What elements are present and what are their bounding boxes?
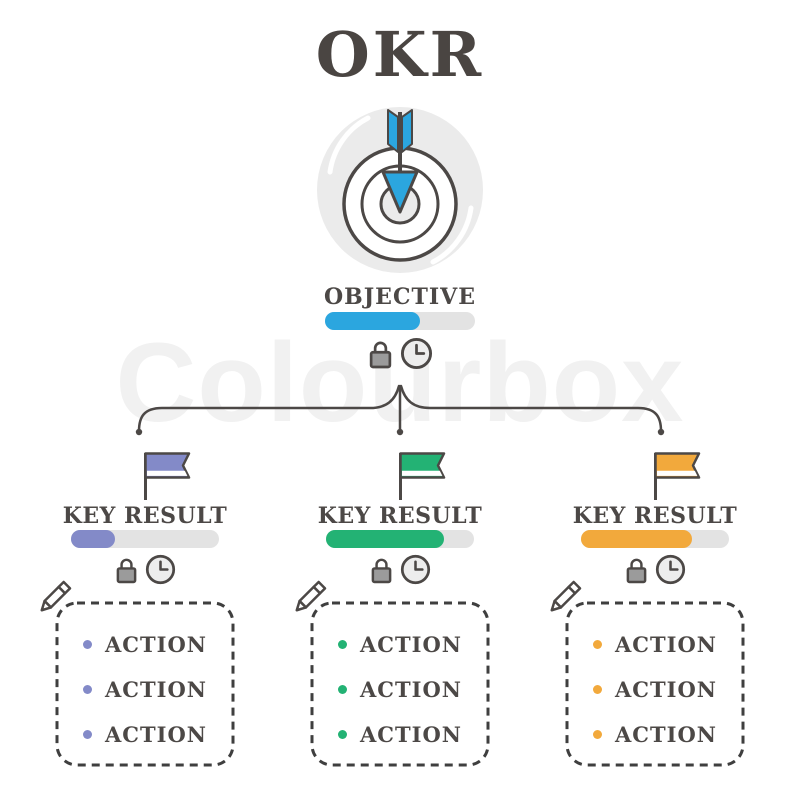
actions-box: [550, 580, 745, 767]
action-label: ACTION: [105, 676, 207, 702]
list-item: ACTION: [567, 676, 743, 702]
actions-box: [295, 580, 490, 767]
action-label: ACTION: [615, 631, 717, 657]
flag-icon: [141, 450, 199, 506]
action-label: ACTION: [360, 721, 462, 747]
actions-box: [40, 580, 235, 767]
flag-icon: [396, 450, 454, 506]
objective-label: OBJECTIVE: [324, 284, 476, 310]
lock-icon: [115, 556, 138, 589]
key-result-label: KEY RESULT: [572, 503, 738, 529]
list-item: ACTION: [57, 721, 233, 747]
lock-icon: [368, 339, 393, 374]
flag-icon: [651, 450, 709, 506]
bullet-icon: [593, 684, 603, 694]
list-item: ACTION: [312, 631, 488, 657]
bullet-icon: [83, 684, 93, 694]
bullet-icon: [338, 639, 348, 649]
actions-list: ACTION ACTION ACTION: [567, 631, 743, 747]
key-result-label: KEY RESULT: [317, 503, 483, 529]
clock-icon: [400, 554, 431, 589]
list-item: ACTION: [567, 631, 743, 657]
bullet-icon: [83, 639, 93, 649]
list-item: ACTION: [57, 631, 233, 657]
bullet-icon: [593, 639, 603, 649]
bullet-icon: [338, 684, 348, 694]
bullet-icon: [593, 729, 603, 739]
action-label: ACTION: [360, 676, 462, 702]
action-label: ACTION: [615, 721, 717, 747]
target-icon: [310, 100, 490, 280]
key-result-progress-fill: [326, 530, 445, 548]
action-label: ACTION: [105, 721, 207, 747]
actions-list: ACTION ACTION ACTION: [312, 631, 488, 747]
key-result-label: KEY RESULT: [62, 503, 228, 529]
brace-connector: [135, 384, 665, 436]
list-item: ACTION: [57, 676, 233, 702]
key-result-progress-bar: [581, 530, 729, 548]
list-item: ACTION: [312, 721, 488, 747]
key-result-column-2: KEY RESULT ACTION: [295, 445, 500, 767]
key-result-column-1: KEY RESULT ACTION: [40, 445, 245, 767]
arrow-head: [381, 170, 419, 214]
objective-progress-fill: [325, 312, 420, 330]
clock-icon: [145, 554, 176, 589]
pencil-icon: [550, 580, 582, 612]
bullet-icon: [338, 729, 348, 739]
key-result-progress-bar: [71, 530, 219, 548]
objective-progress-bar: [325, 312, 475, 330]
key-result-column-3: KEY RESULT ACTION: [550, 445, 755, 767]
key-result-progress-fill: [71, 530, 116, 548]
action-label: ACTION: [105, 631, 207, 657]
page-title: OKR: [315, 18, 485, 91]
clock-icon: [655, 554, 686, 589]
key-result-progress-fill: [581, 530, 692, 548]
action-label: ACTION: [615, 676, 717, 702]
pencil-icon: [295, 580, 327, 612]
clock-icon: [400, 337, 433, 374]
bullet-icon: [83, 729, 93, 739]
arrow-fletching: [387, 109, 399, 153]
pencil-icon: [40, 580, 72, 612]
actions-list: ACTION ACTION ACTION: [57, 631, 233, 747]
action-label: ACTION: [360, 631, 462, 657]
key-result-progress-bar: [326, 530, 474, 548]
lock-icon: [625, 556, 648, 589]
lock-icon: [370, 556, 393, 589]
list-item: ACTION: [312, 676, 488, 702]
list-item: ACTION: [567, 721, 743, 747]
